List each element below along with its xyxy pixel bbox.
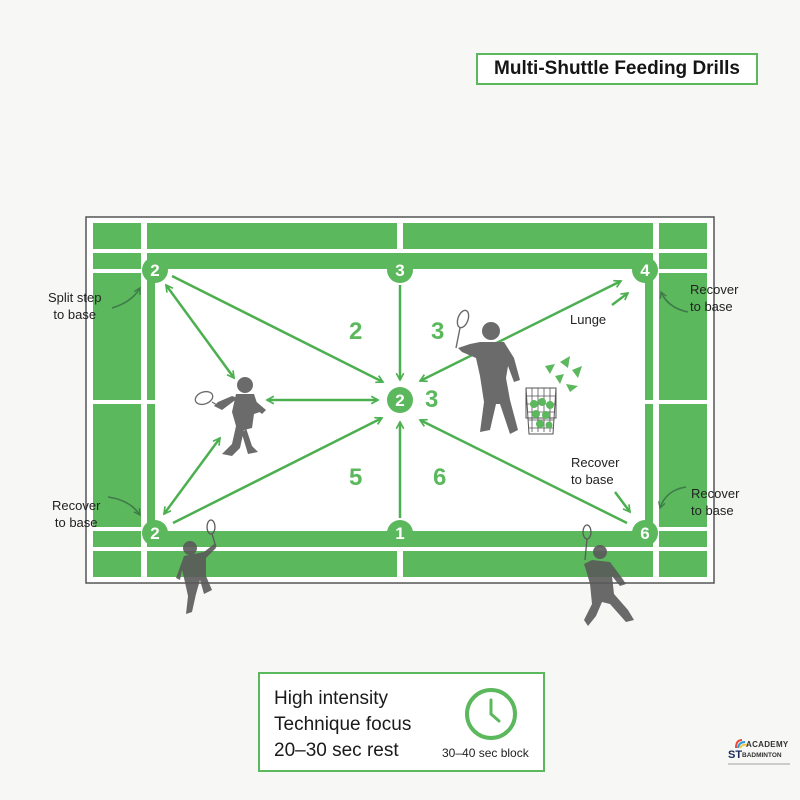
racket-front-right-icon	[582, 524, 592, 561]
badge-front-center: 1	[387, 520, 413, 546]
zone-number-upper-left: 2	[349, 318, 363, 345]
zone-number-upper-right: 3	[431, 318, 445, 345]
racket-left-icon	[194, 390, 223, 409]
zone-number-lower-right: 6	[433, 464, 447, 491]
academy-logo: ACADEMY ST BADMINTON	[728, 738, 790, 772]
court-surface	[93, 223, 707, 577]
svg-text:6: 6	[640, 524, 649, 543]
label-lunge: Lunge	[570, 312, 607, 327]
annotation-arrows	[107, 288, 689, 515]
svg-text:4: 4	[640, 261, 650, 280]
info-box: High intensity Technique focus 20–30 sec…	[258, 672, 545, 772]
info-rest: 20–30 sec rest	[274, 740, 399, 761]
zone-number-center-right: 3	[425, 386, 439, 413]
player-feeder-icon	[458, 322, 520, 434]
clock-caption: 30–40 sec block	[442, 746, 529, 760]
badge-front-left: 2	[142, 520, 168, 546]
svg-text:2: 2	[150, 524, 159, 543]
label-split-step: Split step to base	[48, 290, 102, 322]
badge-center-base: 2	[387, 387, 413, 413]
badge-rear-right: 4	[632, 257, 658, 283]
clock-icon	[465, 688, 517, 740]
svg-text:3: 3	[395, 261, 404, 280]
arrow-recover-inner	[614, 491, 630, 512]
position-badges: 2 3 4 2 2 1 6	[142, 257, 658, 546]
badge-rear-left: 2	[142, 257, 168, 283]
racket-front-left-icon	[206, 519, 217, 548]
label-recover-top-right: Recover to base	[690, 282, 739, 314]
shuttle-basket-icon	[525, 356, 582, 435]
player-front-left-icon	[176, 541, 216, 614]
arrow-front-left-to-center	[172, 418, 382, 525]
arrow-lunge-extra	[611, 293, 628, 306]
svg-text:2: 2	[150, 261, 159, 280]
info-intensity: High intensity	[274, 688, 389, 709]
logo-swirl-icon	[735, 739, 748, 749]
svg-text:2: 2	[395, 391, 404, 410]
arrow-front-left-to-player	[164, 438, 220, 514]
arrow-front-right-to-center	[420, 420, 628, 525]
svg-text:1: 1	[395, 524, 404, 543]
label-recover-bottom-right: Recover to base	[691, 486, 740, 518]
badge-front-right: 6	[632, 520, 658, 546]
arrow-rear-left-to-player	[164, 285, 236, 378]
flying-shuttles-icon	[545, 356, 582, 392]
badge-rear-center: 3	[387, 257, 413, 283]
player-front-right-icon	[584, 545, 634, 626]
info-focus: Technique focus	[274, 714, 412, 735]
movement-arrows	[164, 274, 630, 525]
diagram-title: Multi-Shuttle Feeding Drills	[476, 53, 758, 85]
zone-number-lower-left: 5	[349, 464, 363, 491]
arrow-rear-right-to-center	[420, 281, 621, 381]
label-recover-inner-right: Recover to base	[571, 455, 620, 487]
racket-feeder-icon	[455, 309, 470, 349]
label-recover-bottom-left: Recover to base	[52, 498, 101, 530]
